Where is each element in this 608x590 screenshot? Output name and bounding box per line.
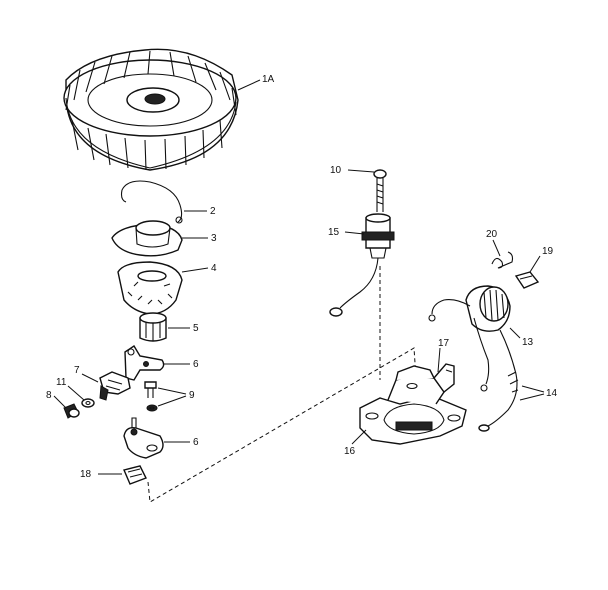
callout-felt-seal: 4 <box>211 263 217 274</box>
callout-clip-wire: 20 <box>486 229 498 240</box>
callout-stator-plate: 16 <box>344 446 356 457</box>
callout-cover-tab: 18 <box>80 469 92 480</box>
lead-wires <box>473 317 519 432</box>
spark-plug-screw <box>373 169 387 212</box>
breaker-spring <box>99 371 131 401</box>
felt-seal <box>117 261 183 315</box>
screw <box>63 403 80 419</box>
cam <box>139 312 167 342</box>
cover-tab <box>123 465 147 485</box>
breaker-arm-lower <box>123 417 164 459</box>
bracket <box>433 363 455 394</box>
callout-breaker-arm-lower: 6 <box>193 437 199 448</box>
terminal <box>81 398 95 408</box>
callout-flywheel: 1A <box>262 74 275 85</box>
callout-screws-washers: 9 <box>189 390 195 401</box>
felt-retainer <box>111 220 183 257</box>
callout-terminal: 11 <box>56 377 67 388</box>
callout-felt-retainer: 3 <box>211 233 217 244</box>
callout-breaker-spring: 7 <box>74 365 80 376</box>
callout-spark-plug-screw: 10 <box>330 165 342 176</box>
clip-wire <box>491 251 514 269</box>
callout-lead-wires: 14 <box>546 388 558 399</box>
callout-spring-clip: 2 <box>210 206 216 217</box>
ignition-coil <box>428 285 511 332</box>
callout-bracket: 17 <box>438 338 450 349</box>
callout-cam: 5 <box>193 323 199 334</box>
breaker-arm-upper <box>124 345 165 381</box>
screws-washers <box>144 381 158 412</box>
wedge <box>514 271 540 289</box>
callout-ignition-coil: 13 <box>522 337 534 348</box>
callout-condenser: 15 <box>328 227 340 238</box>
callout-wedge: 19 <box>542 246 554 257</box>
flywheel <box>63 48 239 171</box>
condenser <box>329 213 395 317</box>
stator-plate <box>359 365 467 445</box>
callout-breaker-arm-upper: 6 <box>193 359 199 370</box>
callout-screw: 8 <box>46 390 52 401</box>
spring-clip <box>120 180 183 224</box>
